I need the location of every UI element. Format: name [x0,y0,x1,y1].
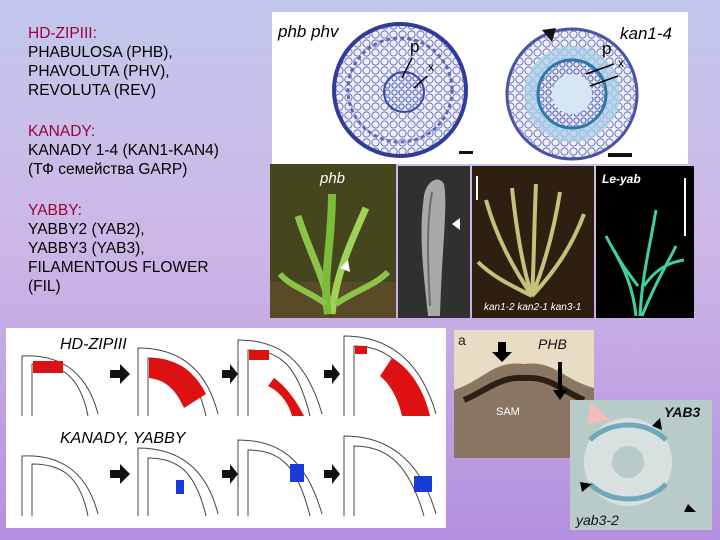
yab3-label: YAB3 [664,404,701,420]
le-yab-label: Le-yab [602,172,641,186]
section-label-right: kan1-4 [620,24,672,43]
gene-item: KANADY 1-4 (KAN1-KAN4) [28,142,219,159]
yab3-in-situ-photo: YAB3 yab3-2 [570,400,712,530]
gene-group-title: HD-ZIPIII: [28,25,97,42]
gene-item: YABBY3 (YAB3), [28,240,145,257]
yab3-2-label: yab3-2 [576,512,619,528]
phloem-label: p [602,39,612,58]
cross-section-drawing [332,22,639,161]
gene-item: (ТФ семейства GARP) [28,161,188,178]
gene-group-title: YABBY: [28,202,82,219]
gene-item: YABBY2 (YAB2), [28,221,145,238]
kanady-expression [176,464,432,494]
gene-group-yabby: YABBY: YABBY2 (YAB2), YABBY3 (YAB3), FIL… [28,201,273,296]
gene-list: HD-ZIPIII: PHABULOSA (PHB), PHAVOLUTA (P… [28,24,273,318]
gene-group-hdzip: HD-ZIPIII: PHABULOSA (PHB), PHAVOLUTA (P… [28,24,273,100]
triple-mutant-label: kan1-2 kan2-1 kan3-1 [484,302,582,313]
fluorescence-drawing [596,166,694,318]
phb-plant-photo: phb [270,164,396,318]
sem-drawing [398,166,470,318]
arrowhead-icon [542,28,556,42]
yab3-drawing [570,400,712,530]
panel-letter-a: a [458,332,466,348]
stem-sections-image: phb phv kan1-4 p x p x [272,12,688,164]
xylem-label: x [618,56,624,70]
kan-triple-plant-photo: kan1-2 kan2-1 kan3-1 [472,166,594,318]
gene-item: PHABULOSA (PHB), [28,44,173,61]
gene-item: REVOLUTA (REV) [28,82,157,99]
phb-insitu-label: PHB [538,336,567,352]
gene-group-title: KANADY: [28,123,96,140]
phloem-label: p [410,37,420,56]
schematic-drawing [21,335,437,517]
phb-label: phb [320,170,346,187]
sam-label: SAM [496,406,520,418]
plant-drawing [270,164,396,318]
triple-drawing [472,166,594,318]
gene-item: (FIL) [28,278,61,295]
hdzip-expression [33,346,430,416]
gene-item: PHAVOLUTA (PHV), [28,63,170,80]
gene-item: FILAMENTOUS FLOWER [28,259,209,276]
section-label-left: phb phv [278,22,339,41]
le-yab-photo: Le-yab [596,166,694,318]
expression-diagram: HD-ZIPIII KANADY, YABBY [6,328,446,528]
sem-leaf-photo [398,166,470,318]
row-label-hdzip: HD-ZIPIII [60,336,127,353]
gene-group-kanady: KANADY: KANADY 1-4 (KAN1-KAN4) (ТФ семей… [28,122,273,179]
row-label-kanady: KANADY, YABBY [60,430,186,447]
xylem-label: x [428,60,434,74]
